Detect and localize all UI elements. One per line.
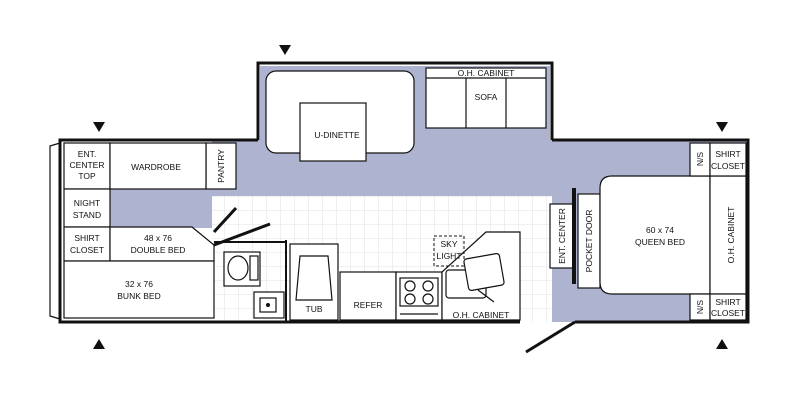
night-stand [63, 188, 111, 228]
u-dinette-table [299, 102, 367, 162]
slideout-wall [256, 61, 554, 140]
sofa-label: SOFA [475, 92, 498, 102]
pantry-label: PANTRY [216, 149, 226, 183]
master-bedroom: ENT. CENTER POCKET DOOR 60 x 74 QUEEN BE… [549, 142, 747, 321]
oh-cabinet-bottom-label: O.H. CABINET [453, 310, 510, 320]
shirt-closet-left-line2: CLOSET [70, 245, 104, 255]
queen-bed-line1: 60 x 74 [646, 225, 674, 235]
bunk-bed-line2: BUNK BED [117, 291, 160, 301]
shirt-closet-right-top-line1: SHIRT [715, 149, 740, 159]
ent-center-right-label: ENT. CENTER [557, 208, 567, 264]
ent-center-top-line2: CENTER [70, 160, 105, 170]
arrow-down-icon [716, 122, 728, 132]
bunk-bed-line1: 32 x 76 [125, 279, 153, 289]
sky-light-line1: SKY [440, 239, 457, 249]
front-cap [49, 142, 61, 320]
night-stand-line1: NIGHT [74, 198, 100, 208]
double-bed-line2: DOUBLE BED [131, 245, 186, 255]
bunk-bed [63, 260, 215, 319]
entry-door [525, 320, 576, 354]
slideout-furniture: U-DINETTE O.H. CABINET SOFA [265, 67, 547, 162]
arrow-up-icon [93, 339, 105, 349]
arrow-down-icon [93, 122, 105, 132]
bathroom: TUB [213, 222, 339, 322]
ns-bottom-label: N/S [695, 300, 705, 315]
refer-label: REFER [354, 300, 383, 310]
shirt-closet-right-bottom-line1: SHIRT [715, 297, 740, 307]
ent-center-right [549, 203, 575, 269]
left-wall [58, 138, 520, 324]
shirt-closet-left-line1: SHIRT [74, 233, 99, 243]
double-bed-line1: 48 x 76 [144, 233, 172, 243]
ent-center-top-line1: ENT. [78, 149, 96, 159]
queen-bed-line2: QUEEN BED [635, 237, 685, 247]
shirt-closet-right-bottom [709, 293, 747, 321]
bunkroom-door [212, 206, 238, 234]
shirt-closet-right-top [709, 142, 747, 177]
refrigerator [339, 271, 397, 321]
shirt-closet-left [63, 226, 111, 262]
queen-bed [599, 175, 711, 295]
tub-label: TUB [306, 304, 323, 314]
sky-light-line2: LIGHT [436, 251, 461, 261]
toilet-bowl [227, 255, 249, 281]
arrow-down-icon [279, 45, 291, 55]
skylight [433, 235, 465, 267]
wardrobe [109, 142, 207, 190]
wardrobe-label: WARDROBE [131, 162, 181, 172]
ent-center-top [63, 142, 111, 190]
bunkroom: PANTRY ENT. CENTER TOP WARDROBE NIGHT ST… [63, 142, 238, 319]
night-stand-line2: STAND [73, 210, 101, 220]
oh-cabinet-right-label: O.H. CABINET [726, 207, 736, 264]
shirt-closet-right-bottom-line2: CLOSET [711, 308, 745, 318]
u-dinette-label: U-DINETTE [314, 130, 360, 140]
double-bed [109, 226, 215, 262]
kitchen: REFER O.H. CABINET SKY LIGHT [339, 231, 521, 321]
shirt-closet-right-top-line2: CLOSET [711, 161, 745, 171]
oh-cabinet-top-label: O.H. CABINET [458, 68, 515, 78]
arrow-up-icon [716, 339, 728, 349]
pantry [205, 142, 237, 190]
exterior-walls [49, 61, 750, 354]
ent-center-top-line3: TOP [78, 171, 96, 181]
pocket-door-label: POCKET DOOR [584, 210, 594, 273]
right-wall [552, 138, 750, 324]
ns-top-label: N/S [695, 152, 705, 167]
orientation-markers [93, 45, 728, 349]
